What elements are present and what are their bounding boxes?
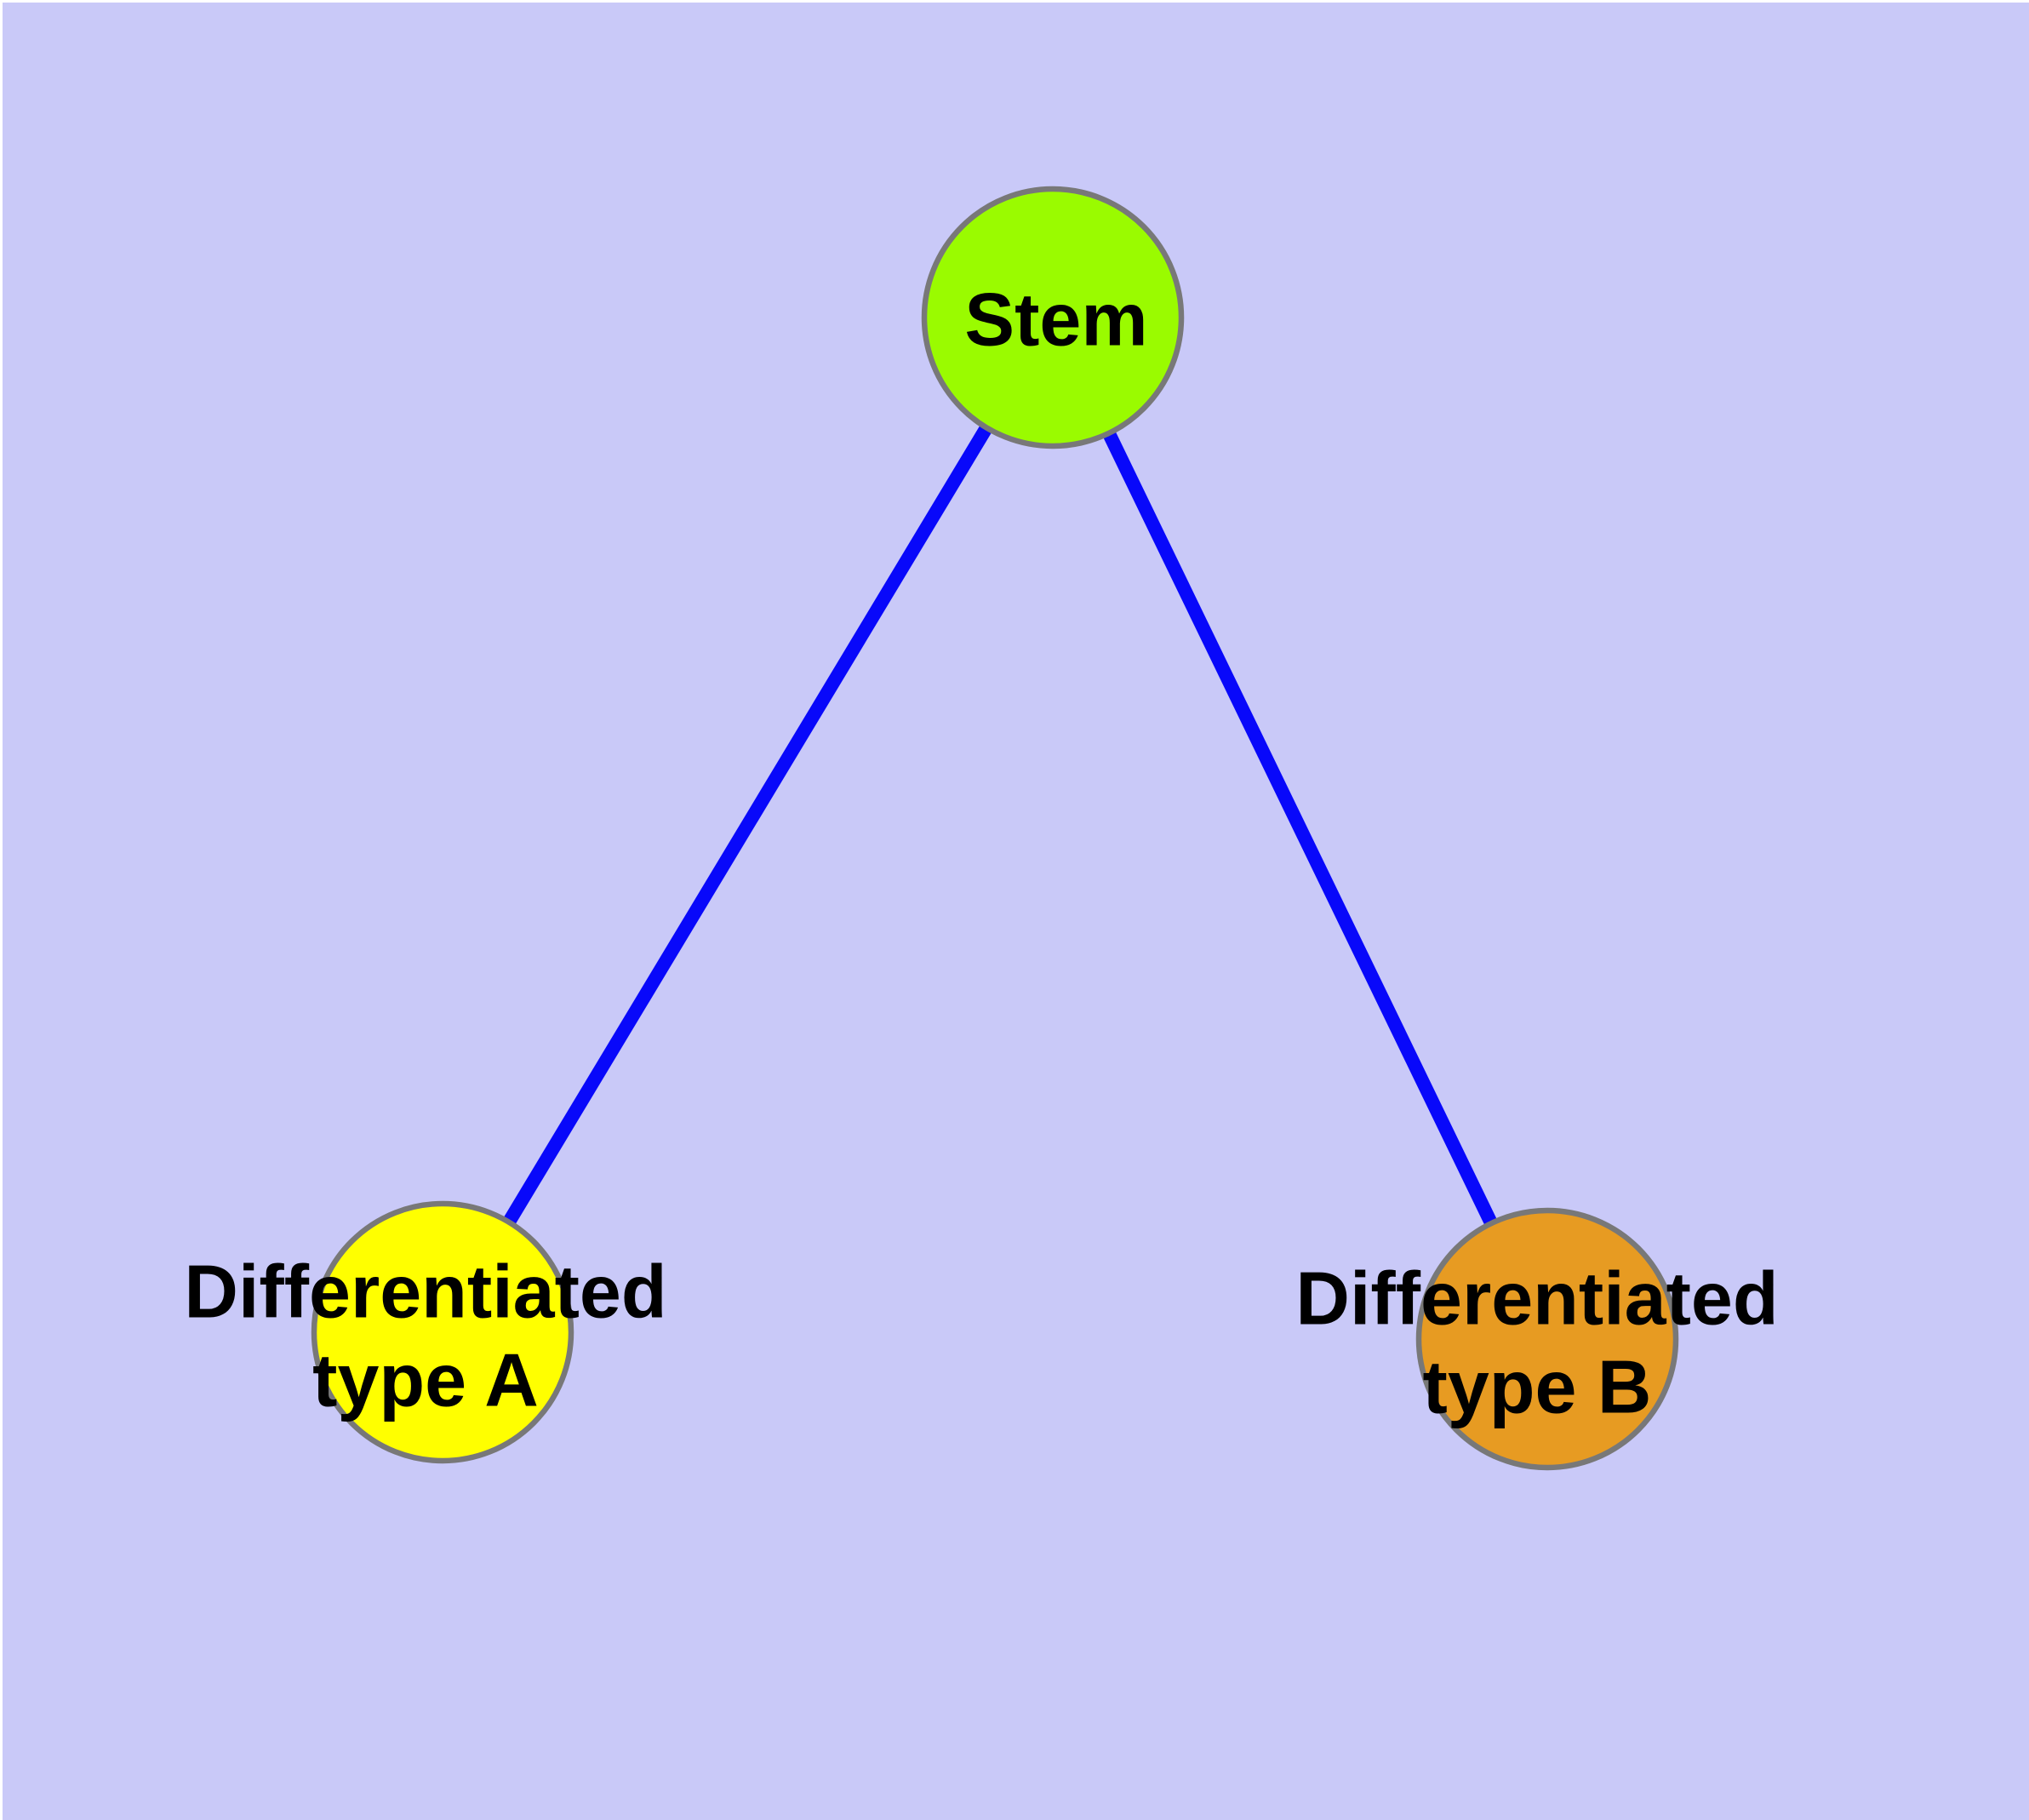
node-stem-label: Stem <box>964 278 1147 362</box>
node-stem <box>921 186 1185 449</box>
node-type-b-label-line1: Differentiated <box>1295 1256 1778 1341</box>
node-type-a <box>311 1200 574 1464</box>
edge-stem-to-type-b <box>1046 314 1554 1342</box>
node-type-b-label-line2: type B <box>1423 1345 1652 1429</box>
edge-stem-to-type-a <box>437 313 1059 1336</box>
node-type-a-label-line1: Differentiated <box>184 1250 666 1334</box>
node-type-a-label-line2: type A <box>312 1338 539 1422</box>
node-type-b <box>1415 1207 1679 1471</box>
